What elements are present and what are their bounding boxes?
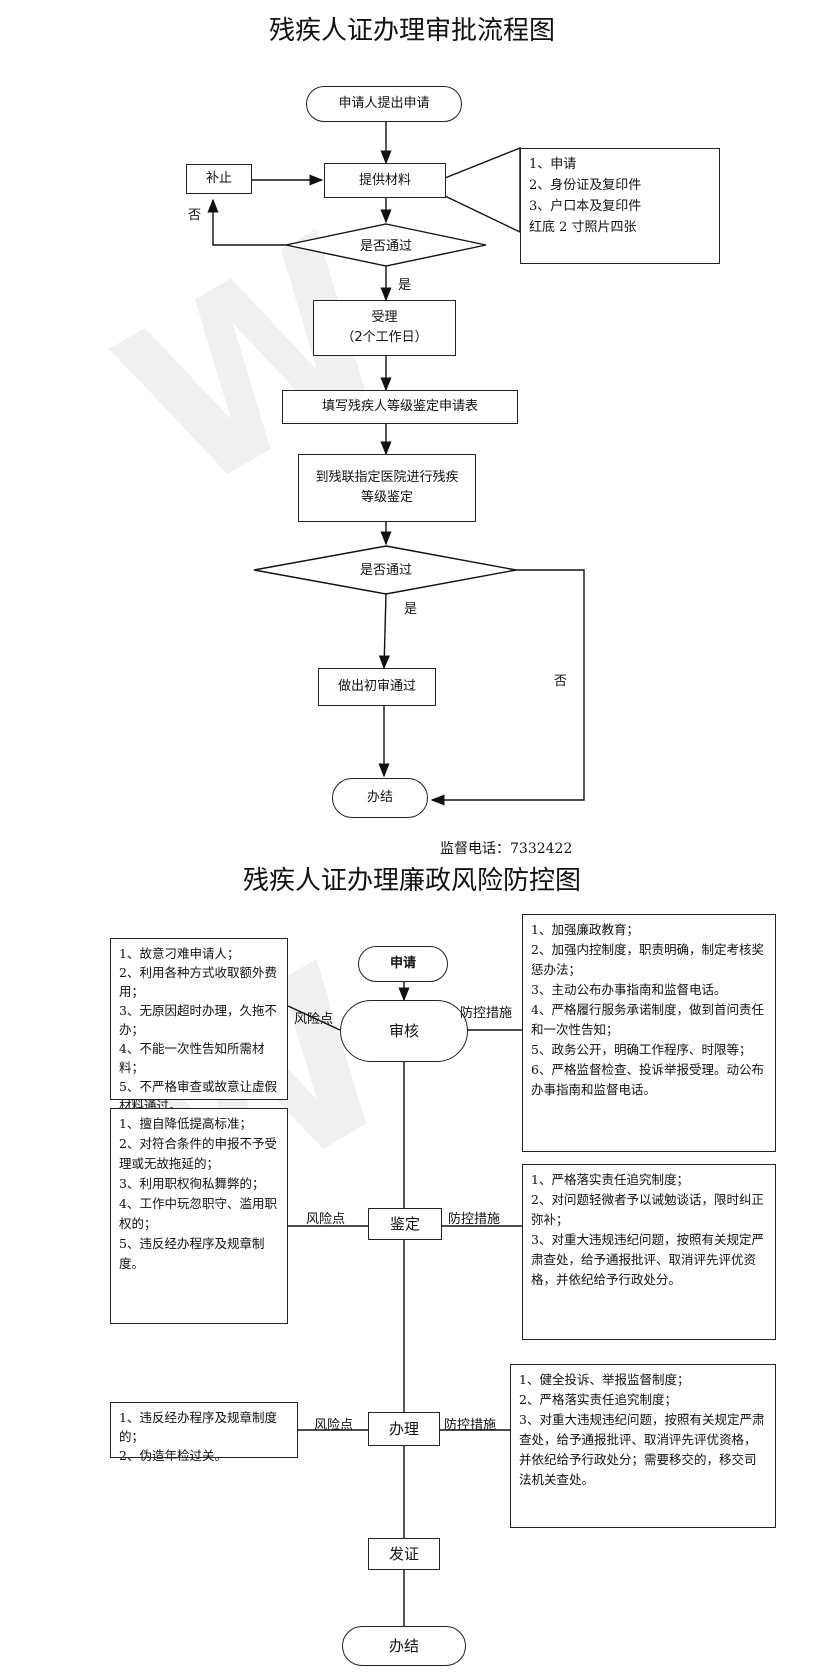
start-node-label: 申请人提出申请: [338, 96, 430, 111]
issue-label: 发证: [388, 1545, 419, 1563]
control-item: 3、对重大违规违纪问题，按照有关规定严肃查处，给予通报批评、取消评先评优资格，并…: [531, 1232, 764, 1287]
control-item: 5、政务公开，明确工作程序、时限等；: [531, 1042, 752, 1057]
hospital-assessment-label: 到残联指定医院进行残疾: [315, 470, 459, 485]
risk-point-label: 风险点: [294, 1012, 334, 1027]
control-item: 2、对问题轻微者予以诫勉谈话，限时纠正弥补；: [531, 1192, 764, 1227]
end-node-label: 办结: [366, 790, 393, 805]
handle-node: 办理: [368, 1412, 440, 1446]
no-label-1: 否: [188, 208, 202, 223]
supplement-label: 补止: [205, 171, 232, 186]
identify-risk-list: 1、擅自降低提高标准； 2、对符合条件的申报不予受理或无故拖延的； 3、利用职权…: [110, 1108, 288, 1324]
materials-item: 3、户口本及复印件: [529, 199, 642, 214]
control-measure-label: 防控措施: [460, 1006, 513, 1021]
control-measure-label: 防控措施: [448, 1212, 501, 1227]
handle-label: 办理: [388, 1420, 419, 1438]
risk-item: 2、伪造年检过关。: [119, 1448, 227, 1463]
decision2-label: 是否通过: [359, 563, 412, 578]
flowchart-title: 残疾人证办理审批流程图: [268, 16, 555, 46]
risk-item: 4、不能一次性告知所需材料；: [119, 1041, 265, 1075]
accept-node: 受理 （2个工作日）: [313, 300, 456, 356]
risk-item: 4、工作中玩忽职守、滥用职权的；: [119, 1196, 277, 1231]
risk-point-label: 风险点: [306, 1212, 346, 1227]
risk-item: 1、擅自降低提高标准；: [119, 1116, 252, 1131]
control-item: 4、严格履行服务承诺制度，做到首问责任和一次性告知；: [531, 1002, 764, 1037]
review-control-list: 1、加强廉政教育； 2、加强内控制度，职责明确，制定考核奖惩办法； 3、主动公布…: [522, 914, 776, 1152]
initial-approval-node: 做出初审通过: [318, 668, 436, 706]
materials-item: 1、申请: [529, 157, 577, 172]
risk-item: 1、故意刁难申请人；: [119, 946, 240, 961]
risk-control-title: 残疾人证办理廉政风险防控图: [242, 866, 581, 896]
materials-item: 2、身份证及复印件: [529, 178, 642, 193]
review-risk-list: 1、故意刁难申请人； 2、利用各种方式收取额外费用； 3、无原因超时办理，久拖不…: [110, 938, 288, 1113]
identify-node: 鉴定: [368, 1208, 442, 1240]
risk-point-label: 风险点: [314, 1418, 354, 1433]
initial-approval-label: 做出初审通过: [337, 679, 416, 694]
end-node-2: 办结: [342, 1626, 466, 1666]
materials-list: 1、申请 2、身份证及复印件 3、户口本及复印件 红底 2 寸照片四张: [520, 148, 720, 264]
fill-form-node: 填写残疾人等级鉴定申请表: [282, 390, 518, 424]
materials-item: 红底 2 寸照片四张: [529, 220, 637, 235]
hospital-assessment-node: 到残联指定医院进行残疾 等级鉴定: [298, 454, 476, 522]
risk-item: 1、违反经办程序及规章制度的；: [119, 1410, 277, 1444]
issue-node: 发证: [368, 1538, 440, 1570]
supervision-phone: 监督电话：7332422: [440, 841, 573, 857]
yes-label-2: 是: [404, 602, 418, 617]
identify-label: 鉴定: [389, 1215, 420, 1233]
risk-item: 2、对符合条件的申报不予受理或无故拖延的；: [119, 1136, 277, 1171]
control-item: 6、严格监督检查、投诉举报受理。动公布办事指南和监督电话。: [531, 1062, 764, 1097]
supplement-node: 补止: [186, 164, 252, 194]
risk-item: 3、无原因超时办理，久拖不办；: [119, 1003, 277, 1037]
apply-label: 申请: [389, 956, 416, 971]
control-item: 1、严格落实责任追究制度；: [531, 1172, 689, 1187]
start-node: 申请人提出申请: [306, 86, 462, 122]
review-node: 审核: [340, 1000, 468, 1062]
review-label: 审核: [388, 1022, 419, 1040]
identify-control-list: 1、严格落实责任追究制度； 2、对问题轻微者予以诫勉谈话，限时纠正弥补； 3、对…: [522, 1164, 776, 1340]
risk-item: 3、利用职权徇私舞弊的；: [119, 1176, 265, 1191]
risk-item: 2、利用各种方式收取额外费用；: [119, 965, 277, 999]
control-item: 1、健全投诉、举报监督制度；: [519, 1372, 690, 1387]
provide-materials-label: 提供材料: [358, 172, 411, 188]
control-measure-label: 防控措施: [444, 1418, 497, 1433]
apply-node: 申请: [358, 946, 448, 982]
accept-duration: （2个工作日）: [341, 330, 428, 345]
fill-form-label: 填写残疾人等级鉴定申请表: [321, 399, 478, 414]
decision1-label: 是否通过: [359, 239, 412, 254]
no-label-2: 否: [554, 674, 568, 689]
yes-label-1: 是: [398, 278, 412, 293]
accept-label: 受理: [371, 310, 398, 325]
control-item: 2、加强内控制度，职责明确，制定考核奖惩办法；: [531, 942, 764, 977]
end-node-label: 办结: [388, 1637, 419, 1655]
provide-materials-node: 提供材料: [324, 163, 446, 198]
control-item: 3、主动公布办事指南和监督电话。: [531, 982, 727, 997]
control-item: 3、对重大违规违纪问题，按照有关规定严肃查处，给予通报批评、取消评先评优资格，并…: [519, 1412, 765, 1487]
end-node-1: 办结: [332, 778, 428, 818]
handle-control-list: 1、健全投诉、举报监督制度； 2、严格落实责任追究制度； 3、对重大违规违纪问题…: [510, 1364, 776, 1528]
control-item: 1、加强廉政教育；: [531, 922, 639, 937]
handle-risk-list: 1、违反经办程序及规章制度的； 2、伪造年检过关。: [110, 1402, 298, 1463]
risk-item: 5、违反经办程序及规章制度。: [119, 1236, 265, 1271]
hospital-assessment-label: 等级鉴定: [360, 490, 413, 505]
control-item: 2、严格落实责任追究制度；: [519, 1392, 677, 1407]
